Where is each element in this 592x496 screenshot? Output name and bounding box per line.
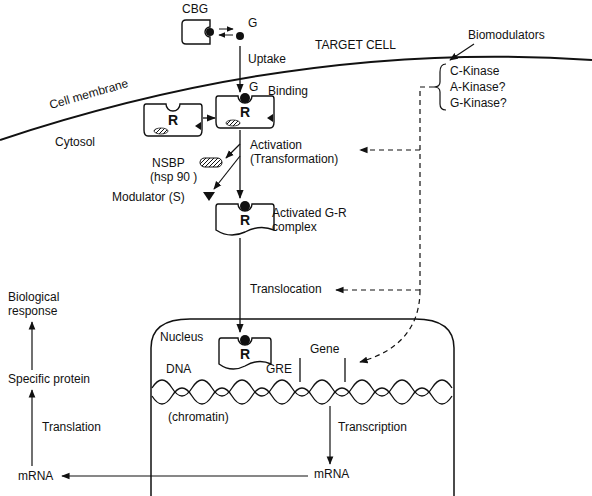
label-text: GRE	[266, 362, 292, 376]
cell-membrane	[0, 57, 592, 140]
receptor-label: R	[143, 112, 203, 128]
bracket	[434, 64, 446, 110]
label-text: G-Kinase?	[450, 96, 507, 110]
modulator-symbol	[203, 192, 215, 201]
receptor-outline	[144, 104, 202, 136]
receptor-label: R	[215, 212, 275, 228]
flow-connector	[203, 117, 215, 118]
label-text: Cell membrane	[48, 76, 130, 112]
label-text: Transcription	[338, 420, 407, 434]
label-text: (hsp 90 )	[150, 170, 197, 184]
equilibrium-arrow	[219, 29, 233, 30]
receptor-shape: R	[218, 332, 272, 372]
label-text: Translation	[42, 420, 101, 434]
flow-arrow	[31, 322, 32, 370]
flow-arrow	[329, 406, 330, 464]
flow-arrow	[31, 390, 32, 466]
modulator-symbol	[195, 122, 201, 130]
label-text: Activated G-R complex	[272, 206, 360, 234]
cbg-outline	[182, 20, 210, 44]
label-text: Gene	[310, 342, 339, 356]
edge-label: Activation (Transformation)	[250, 138, 355, 166]
branch-arrow	[226, 144, 240, 158]
hormone-dot	[240, 201, 250, 211]
gene-tick	[344, 358, 345, 382]
label-text: Modulator (S)	[112, 190, 185, 204]
receptor-shape: R	[215, 198, 275, 238]
nsbp-symbol	[200, 158, 222, 167]
node-shape	[150, 318, 455, 496]
label-text: DNA	[166, 362, 191, 376]
modulator-symbol	[267, 114, 273, 122]
label-text: Binding	[268, 84, 308, 98]
label-text: NSBP	[152, 156, 185, 170]
nsbp-symbol	[154, 128, 168, 134]
label-text: mRNA	[18, 469, 53, 483]
dna-strand	[152, 388, 452, 404]
region-label: Nucleus	[160, 330, 203, 344]
gene-tick	[299, 358, 300, 382]
hormone-dot	[240, 93, 250, 103]
label-text: G	[249, 80, 258, 94]
dashed-arrow	[336, 289, 420, 290]
label-text: mRNA	[314, 467, 349, 481]
label-text: (chromatin)	[168, 410, 229, 424]
edge-label: Translocation	[250, 282, 322, 296]
nucleus-region: NucleusR	[150, 318, 455, 496]
flow-arrow	[62, 475, 308, 476]
label-text: TARGET CELL	[315, 38, 396, 52]
label-text: Specific protein	[8, 372, 90, 386]
label-text: A-Kinase?	[450, 80, 505, 94]
receptor-shape: R	[215, 92, 275, 130]
flow-connector	[239, 130, 240, 198]
hormone-dot	[236, 32, 244, 40]
node-label: CBG	[182, 2, 208, 16]
receptor-label: R	[218, 346, 272, 362]
flow-connector	[239, 238, 240, 332]
dashed-arrow	[360, 149, 420, 150]
receptor-label: R	[215, 104, 275, 120]
flow-connector	[239, 46, 240, 92]
leader-arrow	[450, 44, 474, 60]
label-text: G	[248, 16, 257, 30]
label-text: Biological response	[8, 290, 80, 318]
label-text: Cytosol	[55, 135, 95, 149]
hormone-dot	[206, 28, 214, 36]
label-text: Biomodulators	[468, 28, 545, 42]
equilibrium-arrow	[219, 35, 233, 36]
nucleus-outline	[151, 319, 454, 496]
branch-arrow	[214, 156, 240, 189]
label-text: C-Kinase	[450, 64, 499, 78]
hormone-dot	[240, 335, 250, 345]
dashed-arrow	[360, 290, 420, 362]
receptor-shape: R	[143, 102, 203, 138]
dashed-line	[420, 87, 434, 290]
edge-label: Uptake	[248, 52, 286, 66]
nsbp-symbol	[226, 120, 240, 126]
